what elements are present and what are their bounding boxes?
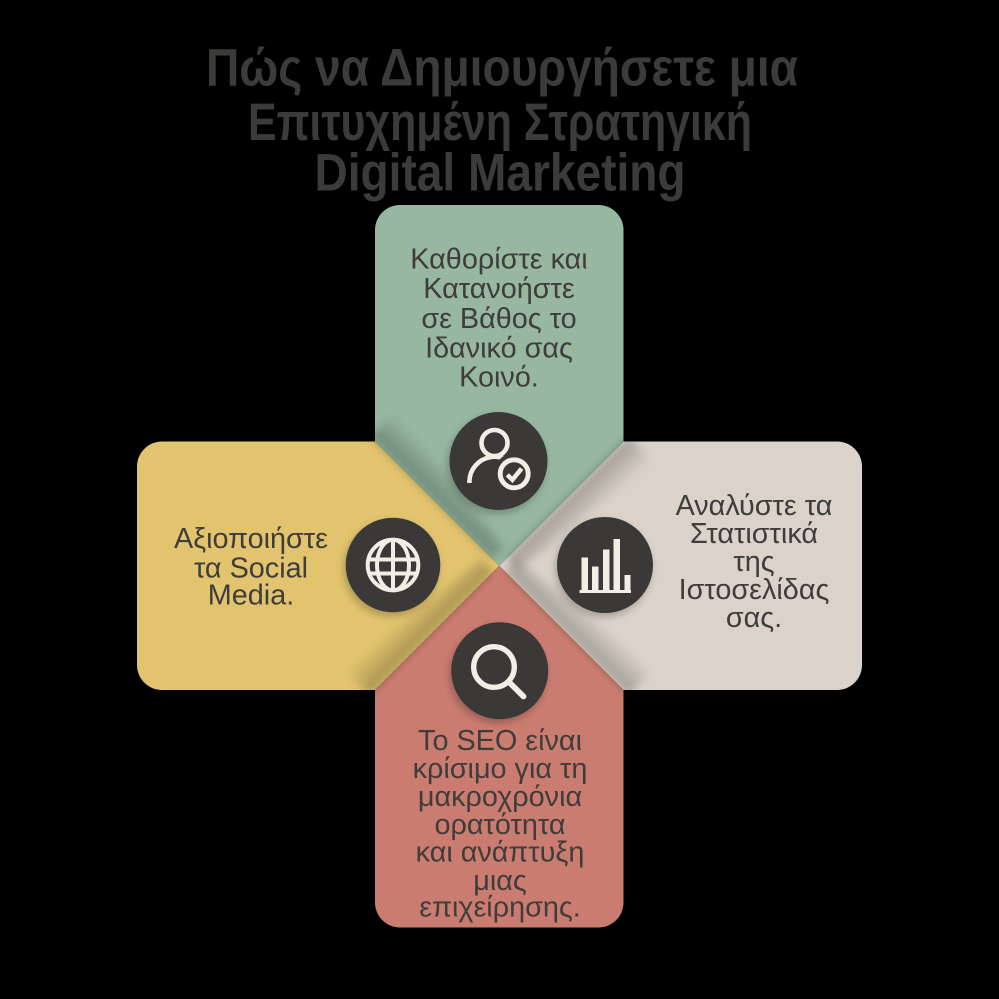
svg-text:σας.: σας. <box>726 602 782 634</box>
svg-text:Ιστοσελίδας: Ιστοσελίδας <box>679 574 830 606</box>
svg-text:μακροχρόνια: μακροχρόνια <box>418 781 582 813</box>
svg-text:τα Social: τα Social <box>194 553 308 585</box>
svg-text:Digital Marketing: Digital Marketing <box>315 144 686 203</box>
svg-text:σε Βάθος το: σε Βάθος το <box>421 303 576 335</box>
svg-text:Το SEO είναι: Το SEO είναι <box>418 725 582 757</box>
svg-text:και ανάπτυξη: και ανάπτυξη <box>416 837 585 869</box>
svg-text:Καθορίστε και: Καθορίστε και <box>410 244 587 276</box>
svg-text:κρίσιμο για τη: κρίσιμο για τη <box>413 753 588 785</box>
svg-text:Media.: Media. <box>208 580 294 612</box>
svg-text:Ιδανικό σας: Ιδανικό σας <box>425 333 573 365</box>
svg-text:ορατότητα: ορατότητα <box>434 809 565 841</box>
svg-text:της: της <box>733 546 774 578</box>
svg-text:Αξιοποιήστε: Αξιοποιήστε <box>174 523 328 555</box>
svg-text:Στατιστικά: Στατιστικά <box>690 518 818 550</box>
svg-text:μιας: μιας <box>473 865 527 897</box>
svg-text:Κοινό.: Κοινό. <box>459 362 539 394</box>
svg-text:Πώς να Δημιουργήσετε μια: Πώς να Δημιουργήσετε μια <box>206 39 798 98</box>
svg-text:Επιτυχημένη Στρατηγική: Επιτυχημένη Στρατηγική <box>248 93 752 152</box>
svg-text:Κατανοήστε: Κατανοήστε <box>423 273 575 305</box>
svg-text:Αναλύστε τα: Αναλύστε τα <box>676 490 833 522</box>
svg-text:επιχείρησης.: επιχείρησης. <box>419 892 581 924</box>
